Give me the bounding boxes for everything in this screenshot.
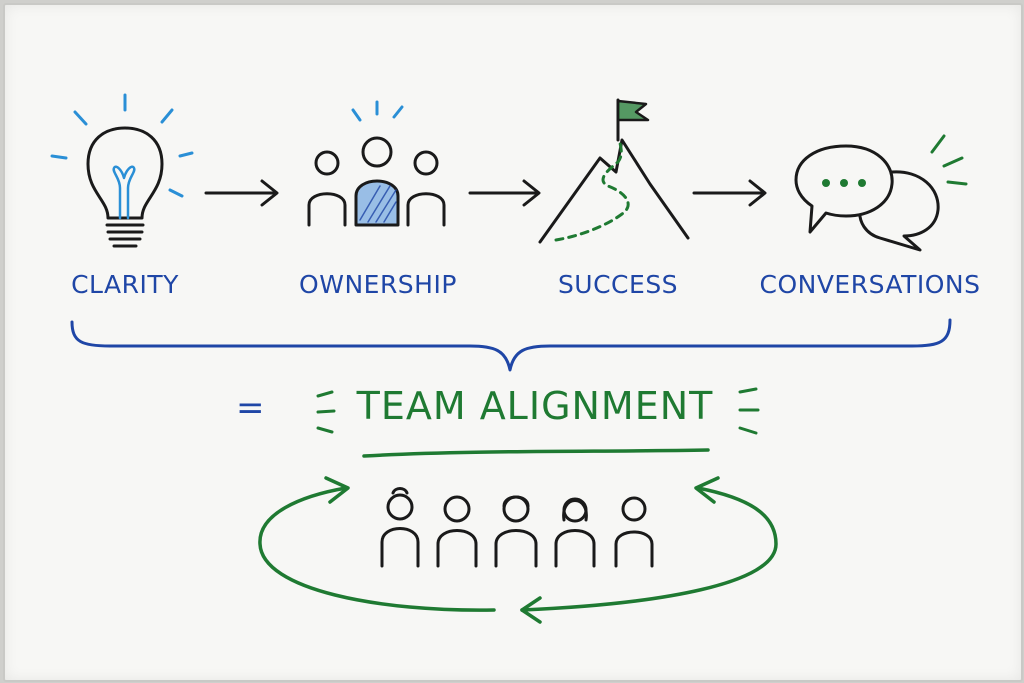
arrow-2 bbox=[468, 179, 541, 207]
lightbulb-icon bbox=[50, 93, 194, 248]
team-alignment-title: TEAM ALIGNMENT bbox=[356, 384, 714, 428]
arrow-1 bbox=[204, 179, 279, 207]
cycle-arrows bbox=[258, 476, 778, 624]
equals-sign: = bbox=[236, 388, 265, 428]
title-underline bbox=[362, 448, 710, 458]
team-owner-icon bbox=[307, 100, 446, 227]
curly-brace bbox=[70, 318, 952, 372]
emphasis-marks bbox=[316, 387, 760, 435]
speech-bubbles-icon bbox=[794, 134, 968, 252]
person-2 bbox=[436, 495, 478, 568]
step-label-ownership: OWNERSHIP bbox=[299, 270, 457, 299]
person-5 bbox=[614, 496, 654, 568]
person-1 bbox=[380, 487, 420, 568]
mountain-flag-icon bbox=[538, 98, 690, 244]
team-people-icon bbox=[380, 487, 654, 568]
step-label-clarity: CLARITY bbox=[71, 270, 179, 299]
step-label-success: SUCCESS bbox=[557, 270, 679, 299]
arrow-3 bbox=[692, 179, 767, 207]
step-label-conversations: CONVERSATIONS bbox=[759, 270, 981, 299]
person-3 bbox=[494, 495, 538, 568]
whiteboard bbox=[3, 3, 1023, 682]
person-4 bbox=[554, 497, 596, 568]
